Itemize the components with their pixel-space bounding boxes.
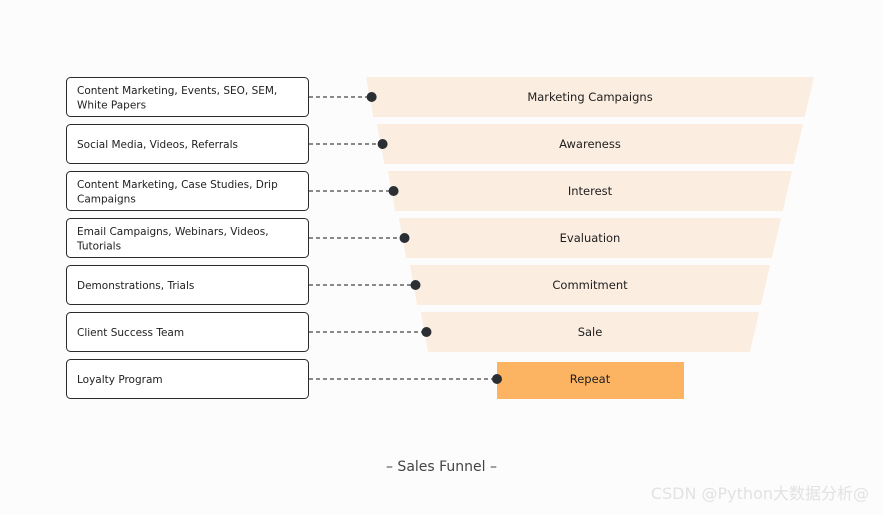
- funnel-stage-5: [420, 312, 760, 352]
- diagram-caption: – Sales Funnel –: [385, 459, 498, 475]
- connector-dot: [410, 280, 421, 290]
- tactic-box: [66, 124, 309, 164]
- tactic-text: Loyalty Program: [77, 374, 163, 386]
- funnel-stage-0: [366, 77, 814, 117]
- tactic-box: [66, 77, 309, 117]
- connector-dot: [421, 327, 432, 337]
- connector-dot: [366, 92, 377, 102]
- tactic-text: Tutorials: [76, 240, 121, 252]
- connector-dot: [388, 186, 399, 196]
- tactic-text: Email Campaigns, Webinars, Videos,: [77, 226, 269, 238]
- stage-label: Marketing Campaigns: [527, 90, 652, 104]
- tactic-text: Client Success Team: [77, 327, 184, 339]
- sales-funnel-diagram: Marketing Campaigns Content Marketing, Ev…: [66, 77, 814, 399]
- watermark: CSDN @Python大数据分析@: [650, 484, 869, 503]
- connector-dot: [492, 374, 502, 384]
- tactic-text: Campaigns: [77, 193, 136, 205]
- stage-label: Evaluation: [560, 231, 621, 245]
- funnel-stage-2: [387, 171, 793, 211]
- tactic-box: [66, 312, 309, 352]
- tactic-box: [66, 265, 309, 305]
- tactic-text: Social Media, Videos, Referrals: [77, 139, 238, 151]
- stage-label: Sale: [578, 325, 603, 339]
- funnel-stage-1: [376, 124, 804, 164]
- stage-label: Awareness: [559, 137, 621, 151]
- tactic-box: [66, 359, 309, 399]
- funnel-stage-6: [497, 362, 684, 399]
- stage-label: Commitment: [552, 278, 628, 292]
- stage-label: Repeat: [570, 372, 611, 386]
- tactic-text: Demonstrations, Trials: [77, 280, 194, 292]
- funnel-stage-3: [398, 218, 782, 258]
- funnel-stage-4: [409, 265, 771, 305]
- tactic-box: [66, 171, 309, 211]
- tactic-text: Content Marketing, Events, SEO, SEM,: [77, 85, 277, 97]
- tactic-text: White Papers: [77, 99, 146, 111]
- stage-label: Interest: [568, 184, 613, 198]
- tactic-box: [66, 218, 309, 258]
- tactic-text: Content Marketing, Case Studies, Drip: [77, 179, 278, 191]
- connector-dot: [399, 233, 410, 243]
- connector-dot: [377, 139, 388, 149]
